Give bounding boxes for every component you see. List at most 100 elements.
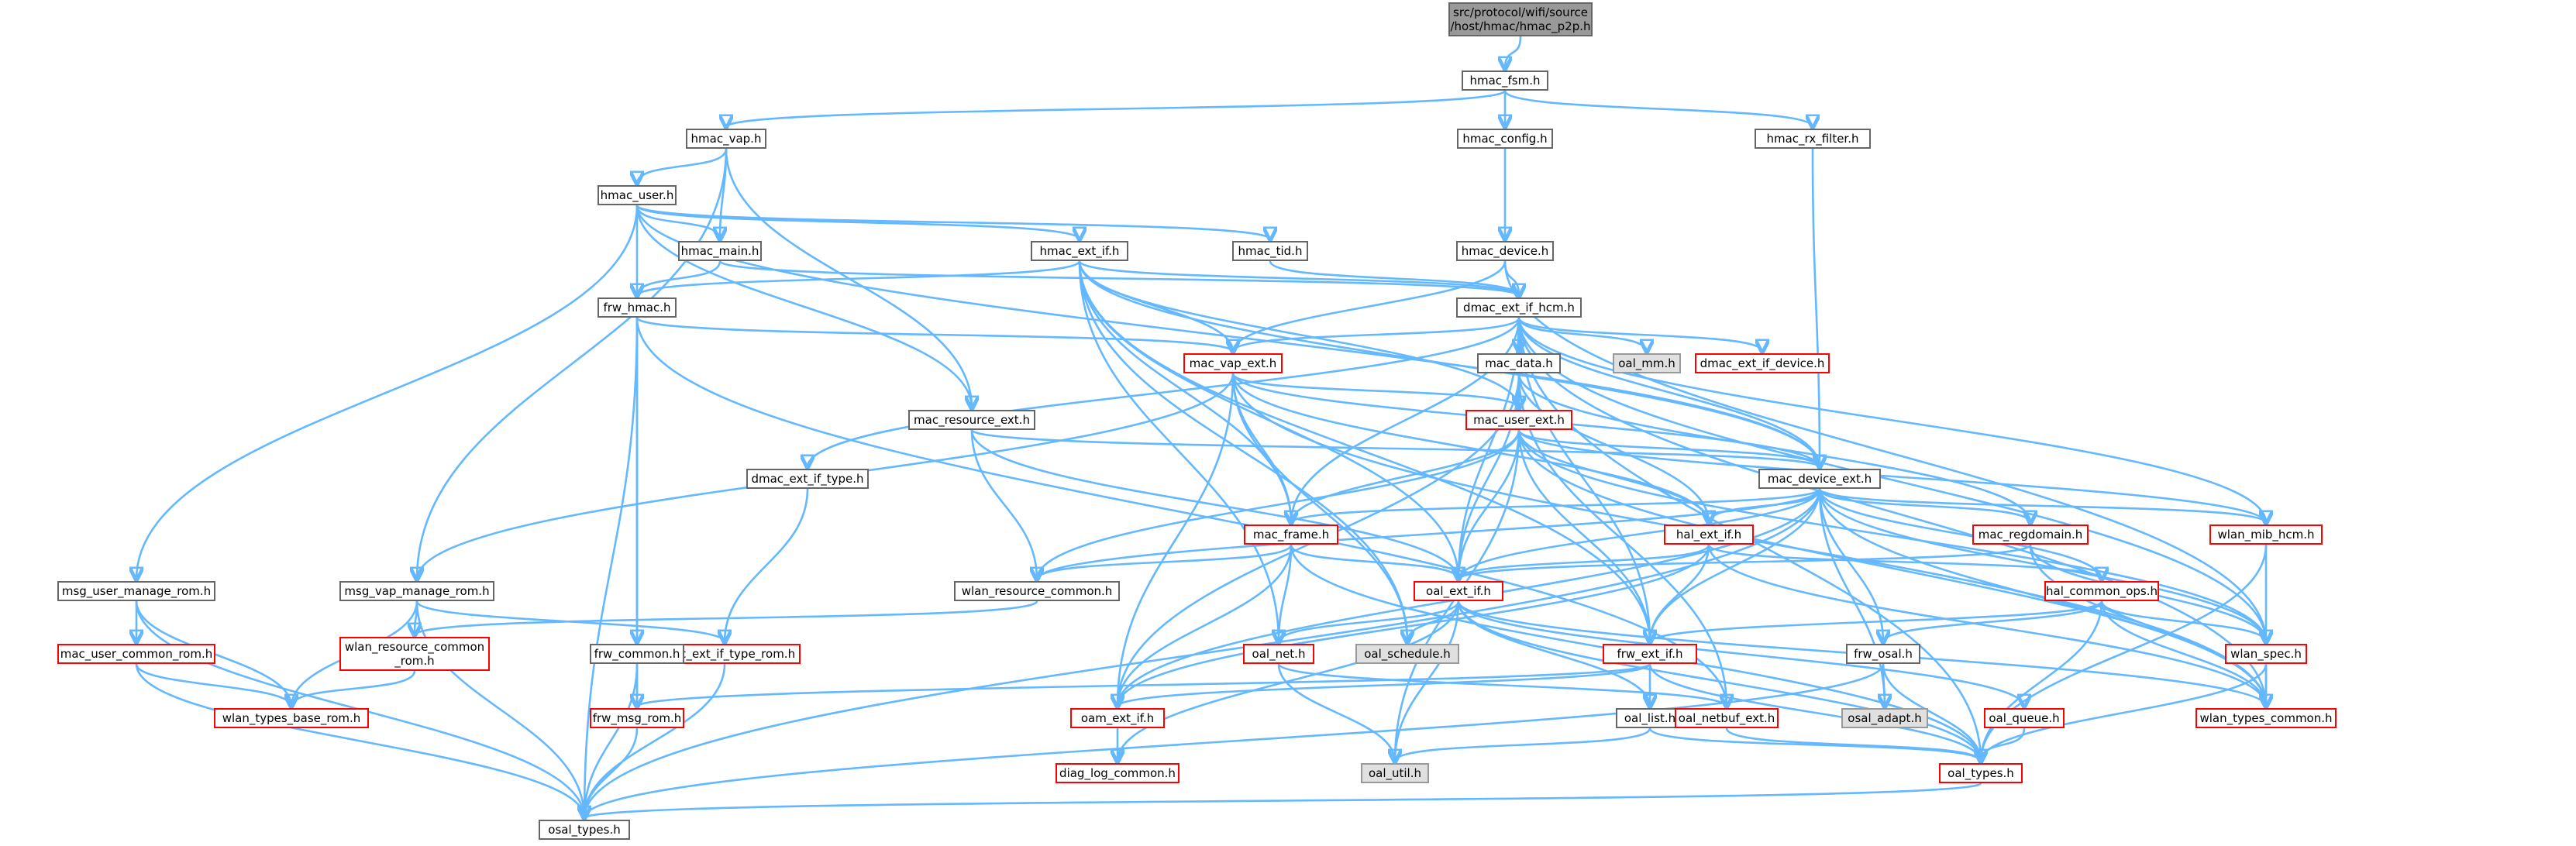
node-oam-ext-if[interactable]: oam_ext_if.h (1070, 708, 1165, 728)
edge-hmac_user-to-hmac_tid (635, 204, 1270, 239)
node-wlan-spec[interactable]: wlan_spec.h (2225, 644, 2307, 664)
edge-oal_ext_if-to-oal_net (1279, 600, 1460, 642)
node-dmac-ext-if-hcm[interactable]: dmac_ext_if_hcm.h (1456, 297, 1582, 318)
node-wlan-resource-common-rom[interactable]: wlan_resource_common _rom.h (339, 637, 490, 671)
node-hmac-ext-if[interactable]: hmac_ext_if.h (1031, 241, 1128, 261)
edge-hal_common_ops-to-frw_ext_if (1650, 600, 2103, 642)
node-dmac-ext-if-device[interactable]: dmac_ext_if_device.h (1695, 353, 1830, 373)
edge-hal_ext_if-to-oal_ext_if (1458, 544, 1710, 579)
node-mac-data[interactable]: mac_data.h (1477, 353, 1561, 373)
edge-mac_user_ext-to-frw_ext_if (1517, 429, 1650, 642)
edge-mac_device_ext-to-osal_adapt (1818, 488, 1885, 707)
node-hmac-rx-filter[interactable]: hmac_rx_filter.h (1755, 129, 1871, 149)
edge-frw_common-to-osal_types (584, 663, 639, 818)
edge-dmac_ext_if_type_rom-to-osal_types (584, 663, 726, 818)
node-mac-frame[interactable]: mac_frame.h (1244, 524, 1338, 545)
edge-hmac_user-to-msg_user_manage_rom (136, 205, 639, 579)
node-root[interactable]: src/protocol/wifi/source /host/hmac/hmac… (1448, 2, 1593, 36)
edge-mac_vap_ext-to-oal_schedule (1231, 373, 1407, 642)
node-diag-log-common[interactable]: diag_log_common.h (1056, 763, 1180, 783)
node-frw-osal[interactable]: frw_osal.h (1846, 644, 1920, 664)
edge-mac_vap_ext-to-oam_ext_if (1118, 373, 1235, 707)
edge-hmac_ext_if-to-oal_net (1078, 260, 1279, 642)
node-oal-queue[interactable]: oal_queue.h (1984, 708, 2065, 728)
edge-hal_common_ops-to-wlan_spec (2100, 600, 2266, 642)
node-oal-net[interactable]: oal_net.h (1243, 644, 1314, 664)
edge-hmac_user-to-hmac_ext_if (635, 205, 1080, 239)
node-oal-types[interactable]: oal_types.h (1939, 763, 2023, 783)
node-wlan-mib-hcm[interactable]: wlan_mib_hcm.h (2209, 524, 2323, 545)
edge-mac_frame-to-oal_ext_if (1290, 544, 1458, 579)
node-oal-schedule[interactable]: oal_schedule.h (1355, 644, 1459, 664)
edge-hal_common_ops-to-oal_types (1981, 600, 2103, 762)
node-msg-user-manage-rom[interactable]: msg_user_manage_rom.h (57, 581, 215, 601)
edge-mac_frame-to-oam_ext_if (1118, 544, 1293, 707)
node-hmac-tid[interactable]: hmac_tid.h (1232, 241, 1308, 261)
node-hmac-vap[interactable]: hmac_vap.h (686, 129, 766, 149)
node-osal-types[interactable]: osal_types.h (539, 820, 630, 840)
edge-mac_user_ext-to-hal_ext_if (1517, 429, 1709, 523)
edge-dmac_ext_if_hcm-to-wlan_types_common (1517, 317, 2266, 707)
node-wlan-types-base-rom[interactable]: wlan_types_base_rom.h (214, 708, 369, 728)
edge-mac_user_common_rom-to-wlan_types_base_rom (135, 663, 291, 707)
edge-frw_ext_if-to-oam_ext_if (1118, 662, 1651, 707)
node-frw-ext-if[interactable]: frw_ext_if.h (1603, 644, 1697, 664)
edge-mac_data-to-oal_netbuf_ext (1517, 373, 1727, 707)
node-oal-netbuf-ext[interactable]: oal_netbuf_ext.h (1675, 708, 1779, 728)
edge-mac_device_ext-to-frw_osal (1818, 488, 1883, 642)
edge-hmac_ext_if-to-mac_device_ext (1078, 260, 1820, 467)
edge-mac_data-to-oal_ext_if (1458, 373, 1520, 579)
edge-oal_net-to-oal_netbuf_ext (1277, 663, 1727, 707)
node-mac-resource-ext[interactable]: mac_resource_ext.h (908, 410, 1035, 430)
node-mac-regdomain[interactable]: mac_regdomain.h (1972, 524, 2089, 545)
edge-oal_list-to-oal_types (1648, 727, 1981, 762)
edge-msg_vap_manage_rom-to-osal_types (415, 600, 584, 818)
edge-hal_ext_if-to-wlan_types_common (1707, 544, 2266, 707)
node-mac-vap-ext[interactable]: mac_vap_ext.h (1183, 353, 1283, 373)
edge-hal_ext_if-to-hal_common_ops (1707, 544, 2102, 579)
node-oal-list[interactable]: oal_list.h (1616, 708, 1684, 728)
edge-mac_data-to-mac_regdomain (1517, 373, 2030, 523)
edge-frw_osal-to-osal_types (584, 663, 1885, 818)
edge-frw_osal-to-oal_types (1882, 663, 1981, 762)
edge-mac_device_ext-to-wlan_spec (1818, 488, 2266, 642)
node-frw-common[interactable]: frw_common.h (590, 644, 684, 664)
node-hal-ext-if[interactable]: hal_ext_if.h (1664, 524, 1754, 545)
node-dmac-ext-if-type[interactable]: dmac_ext_if_type.h (746, 469, 869, 489)
node-hmac-main[interactable]: hmac_main.h (678, 241, 762, 261)
node-hmac-fsm[interactable]: hmac_fsm.h (1462, 70, 1548, 91)
edge-oal_ext_if-to-oal_queue (1457, 600, 2024, 707)
node-wlan-resource-common[interactable]: wlan_resource_common.h (954, 581, 1120, 601)
node-mac-user-ext[interactable]: mac_user_ext.h (1465, 410, 1572, 430)
edge-dmac_ext_if_hcm-to-oal_mm (1517, 317, 1647, 352)
edge-mac_user_ext-to-oal_ext_if (1458, 429, 1520, 579)
node-mac-user-common-rom[interactable]: mac_user_common_rom.h (57, 644, 215, 664)
node-wlan-types-common[interactable]: wlan_types_common.h (2195, 708, 2337, 728)
edge-dmac_ext_if_hcm-to-wlan_mib_hcm (1517, 317, 2266, 523)
node-osal-adapt[interactable]: osal_adapt.h (1841, 708, 1928, 728)
edge-wlan_resource_common_rom-to-wlan_types_base_rom (291, 670, 416, 707)
edge-hmac_user-to-mac_resource_ext (635, 205, 972, 408)
node-oal-mm[interactable]: oal_mm.h (1613, 353, 1681, 373)
node-hmac-config[interactable]: hmac_config.h (1457, 129, 1553, 149)
edge-hmac_ext_if-to-dmac_ext_if_hcm (1078, 260, 1519, 296)
edge-frw_hmac-to-osal_types (584, 317, 639, 818)
edge-oal_netbuf_ext-to-oal_types (1725, 727, 1981, 762)
node-frw-msg-rom[interactable]: frw_msg_rom.h (590, 708, 684, 728)
node-hal-common-ops[interactable]: hal_common_ops.h (2044, 581, 2159, 601)
edge-hmac_vap-to-hmac_user (637, 148, 728, 184)
edge-mac_user_common_rom-to-osal_types (135, 663, 584, 818)
edge-dmac_ext_if_type-to-dmac_ext_if_type_rom (725, 488, 809, 642)
node-oal-ext-if[interactable]: oal_ext_if.h (1414, 581, 1503, 601)
node-oal-util[interactable]: oal_util.h (1361, 763, 1429, 783)
node-hmac-user[interactable]: hmac_user.h (598, 185, 677, 205)
edge-hal_common_ops-to-frw_osal (1883, 600, 2103, 642)
node-msg-vap-manage-rom[interactable]: msg_vap_manage_rom.h (339, 581, 494, 601)
edge-hmac_ext_if-to-mac_frame (1078, 260, 1291, 523)
edge-mac_user_ext-to-wlan_resource_common (1037, 429, 1520, 579)
edge-dmac_ext_if_hcm-to-mac_frame (1291, 317, 1520, 523)
edge-mac_device_ext-to-hal_common_ops (1818, 488, 2102, 579)
node-mac-device-ext[interactable]: mac_device_ext.h (1758, 469, 1881, 489)
node-frw-hmac[interactable]: frw_hmac.h (598, 297, 677, 318)
node-hmac-device[interactable]: hmac_device.h (1456, 241, 1554, 261)
